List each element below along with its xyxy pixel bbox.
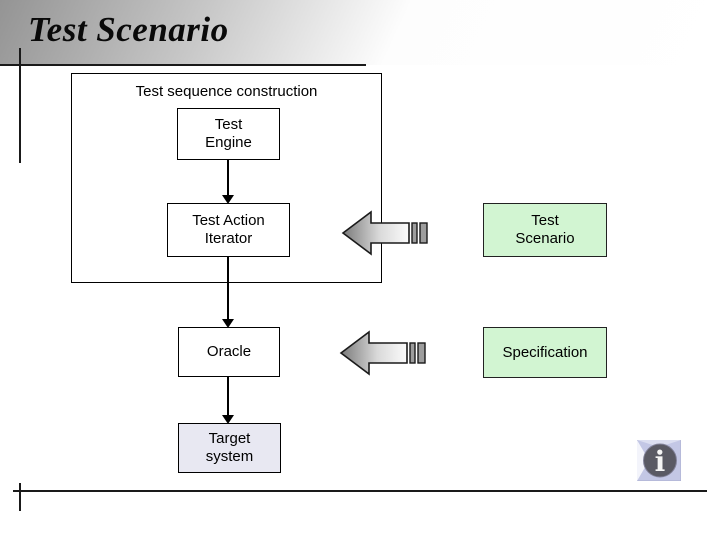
node-test-action-iterator: Test Action Iterator: [167, 203, 290, 257]
connector-engine-to-iterator: [222, 160, 234, 204]
arrowhead-down-icon: [222, 319, 234, 328]
container-label: Test sequence construction: [135, 83, 318, 100]
info-glyph: i: [655, 445, 666, 478]
title-band: [0, 0, 720, 65]
arrowhead-down-icon: [222, 415, 234, 424]
arrowhead-down-icon: [222, 195, 234, 204]
info-icon[interactable]: i: [637, 440, 681, 481]
bottom-rule: [13, 490, 707, 492]
node-test-engine: Test Engine: [177, 108, 280, 160]
connector-iterator-to-oracle: [222, 257, 234, 328]
left-accent-line: [19, 48, 21, 163]
node-specification: Specification: [483, 327, 607, 378]
node-target-system: Target system: [178, 423, 281, 473]
bottom-left-accent-line: [19, 483, 21, 511]
title-underline: [0, 64, 366, 66]
page-title: Test Scenario: [28, 10, 229, 49]
node-test-scenario: Test Scenario: [483, 203, 607, 257]
striped-left-arrow-icon: [339, 330, 426, 376]
connector-oracle-to-target: [222, 377, 234, 424]
striped-left-arrow-icon: [341, 210, 428, 256]
node-oracle: Oracle: [178, 327, 280, 377]
